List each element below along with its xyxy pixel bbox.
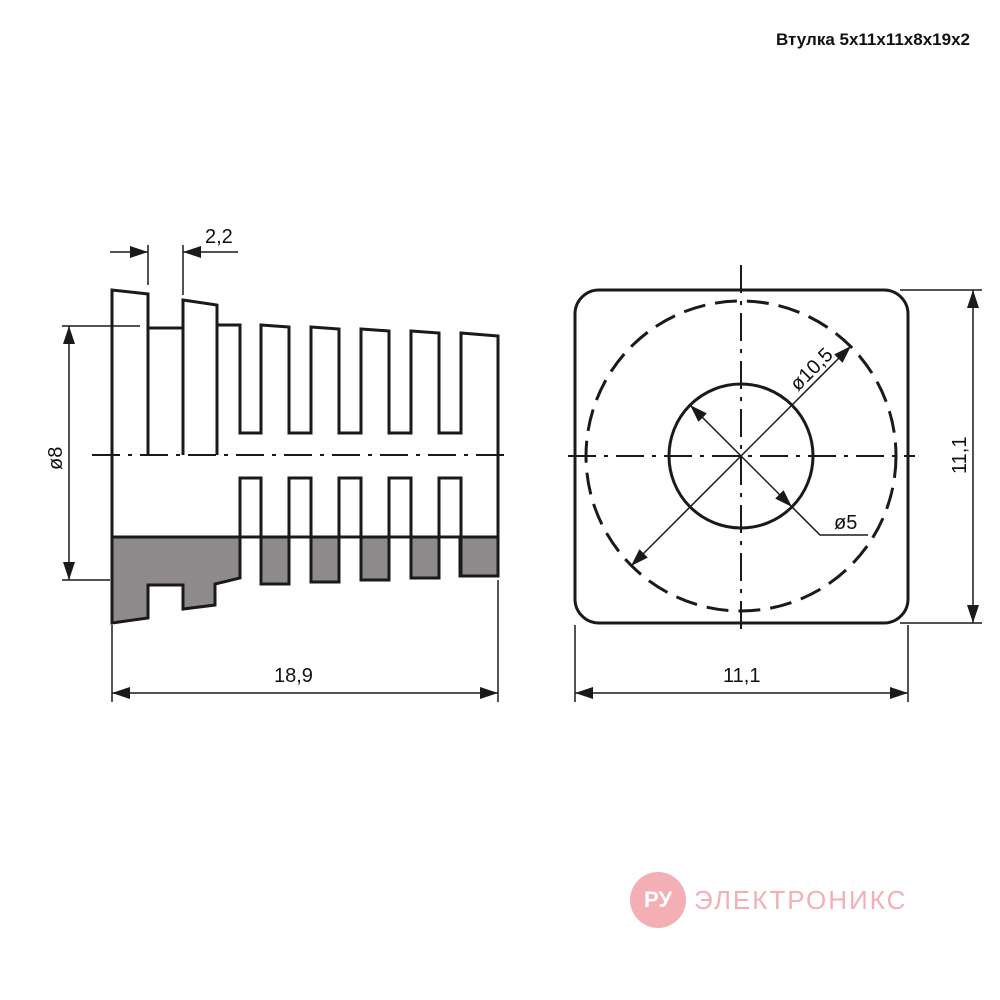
section-fin-2 — [309, 535, 341, 584]
dim-inner-dia-line — [689, 404, 742, 457]
watermark-logo: РУ ЭЛЕКТРОНИКС — [630, 872, 907, 928]
dim-outer-dia-label: ø10,5 — [786, 344, 838, 396]
section-fin-4 — [409, 535, 441, 580]
dim-width — [574, 625, 909, 702]
dim-length — [111, 580, 499, 702]
watermark-brand: ЭЛЕКТРОНИКС — [694, 884, 908, 915]
dim-outer-dia-line — [740, 345, 852, 457]
dim-step — [110, 245, 238, 295]
dim-height-label: 11,1 — [949, 437, 971, 474]
section-fill — [110, 535, 242, 625]
dim-length-label: 18,9 — [274, 665, 313, 687]
side-view — [110, 288, 500, 625]
section-fin-1 — [259, 535, 291, 586]
dim-height — [900, 289, 982, 624]
dim-step-label: 2,2 — [205, 226, 233, 248]
dim-diameter — [62, 325, 140, 581]
dim-diameter-label: ø8 — [45, 447, 67, 470]
section-fin-5 — [458, 535, 500, 578]
upper-outline — [110, 288, 500, 539]
section-fin-3 — [359, 535, 391, 582]
watermark-logo-circle: РУ — [630, 872, 686, 928]
lower-fins — [238, 476, 500, 586]
drawing-title: Втулка 5x11x11x8x19x2 — [775, 30, 970, 49]
dim-inner-dia-label: ø5 — [834, 512, 857, 534]
dim-width-label: 11,1 — [723, 665, 760, 687]
